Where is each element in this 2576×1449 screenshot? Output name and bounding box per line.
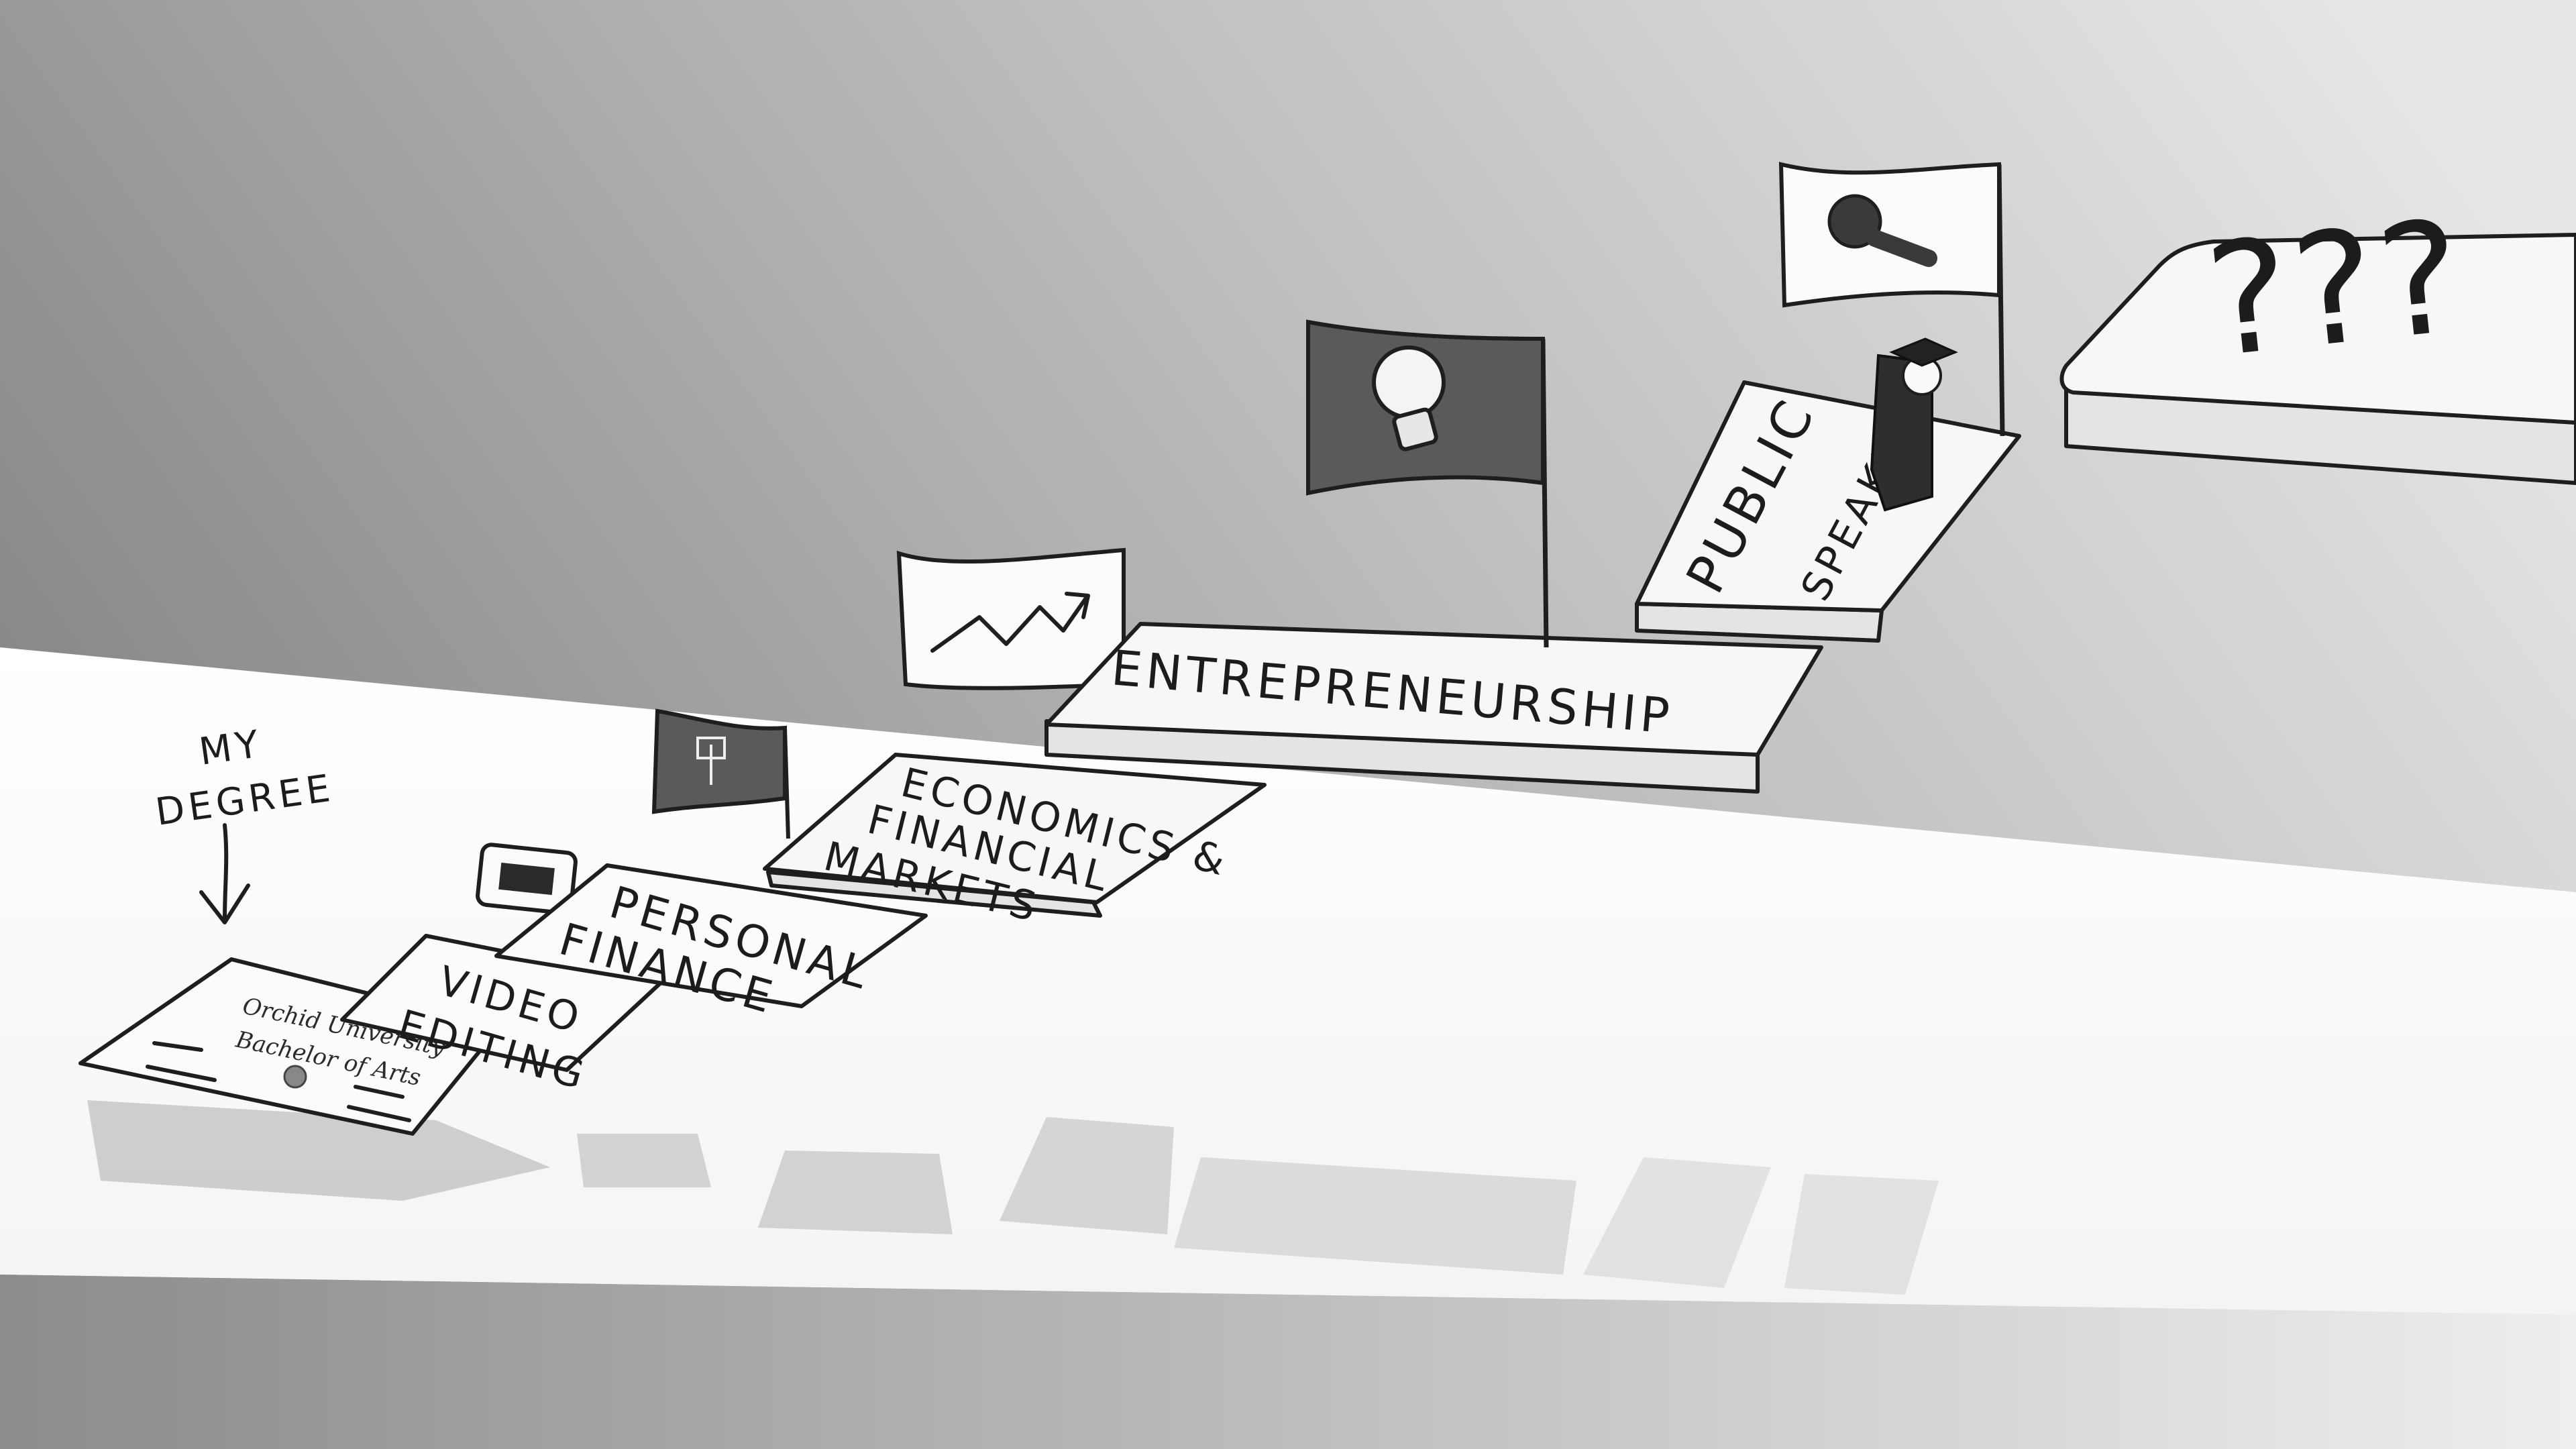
floor-shadows — [87, 1100, 1939, 1295]
down-arrow-icon — [199, 823, 250, 924]
trend-flag — [896, 547, 1126, 690]
trend-arrow-icon — [930, 592, 1090, 653]
lightbulb-flag — [1306, 319, 1549, 648]
microphone-flag — [1778, 162, 2005, 437]
lightbulb-icon — [1372, 345, 1446, 451]
film-reel-icon — [476, 843, 578, 915]
step-public-speaking: PUBLIC SPEAKING — [1635, 162, 2021, 643]
microphone-icon — [1827, 194, 1937, 267]
graduation-cap-icon — [1889, 337, 1958, 367]
step-unknown-label: ??? — [2199, 187, 2474, 392]
annotation-line1: MY — [197, 722, 266, 774]
graduate-figure — [1870, 337, 1958, 512]
step-economics-financial-markets: ECONOMICS & FINANCIAL MARKETS — [763, 547, 1267, 932]
step-entrepreneurship: ENTREPRENEURSHIP — [1044, 319, 1823, 794]
money-plant-icon — [651, 708, 787, 814]
money-plant-flag — [651, 708, 790, 839]
step-unknown-next: ??? — [2059, 187, 2576, 485]
diploma-seal-icon — [283, 1065, 307, 1089]
floor-edge — [0, 1275, 2576, 1449]
